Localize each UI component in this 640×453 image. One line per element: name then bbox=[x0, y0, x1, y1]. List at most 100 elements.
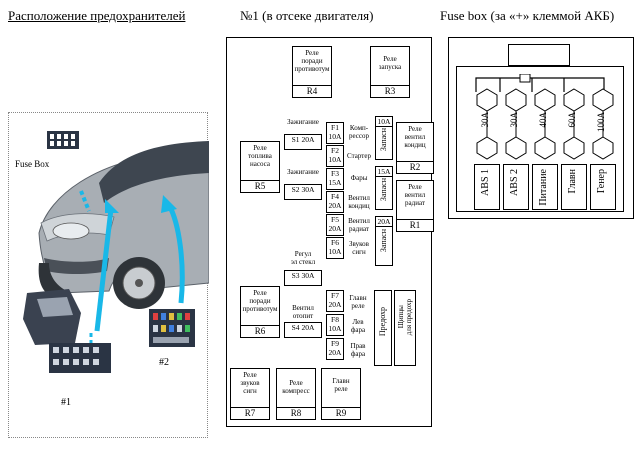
tweezers-slot: Щипцы для предохр bbox=[394, 290, 416, 366]
regul-label: Регул эл стекл bbox=[290, 250, 316, 266]
relay-r1-name: Реле вентил радиат bbox=[404, 183, 426, 207]
fuse-box-2-fuse-2-amp: 30A bbox=[509, 112, 519, 128]
fuse-f9-id: F9 bbox=[331, 339, 339, 348]
fuse-s3-amp: 30A bbox=[301, 271, 315, 280]
fuse-f1-desc: Комп- рессор bbox=[349, 124, 369, 140]
fuse-box-2-fuse-4-amp: 60A bbox=[567, 112, 577, 128]
fuse-s4: S4 20A bbox=[284, 322, 322, 338]
relay-r8: Реле компресс R8 bbox=[276, 368, 316, 420]
title-box-2: Fuse box (за «+» клеммой АКБ) bbox=[440, 8, 615, 23]
relay-r2-id: R2 bbox=[397, 161, 433, 173]
fuse-f2-desc: Стартер bbox=[347, 152, 371, 160]
spare-fuse-1: 10A Запасн bbox=[375, 116, 393, 160]
fuse-box-2-fuse-3-label-box: Питание bbox=[532, 164, 558, 210]
relay-r9: Главн реле R9 bbox=[321, 368, 361, 420]
ignition-top-label: Зажигание bbox=[287, 118, 319, 126]
arrow-dashed-1 bbox=[79, 190, 91, 212]
relay-r7-id: R7 bbox=[231, 407, 269, 419]
spare-fuse-2-amp: 15A bbox=[376, 167, 392, 177]
fuse-link-1 bbox=[476, 88, 498, 160]
fuse-s2-amp: 30A bbox=[301, 185, 315, 194]
fuse-box-2-fuse-5-label-box: Генер bbox=[590, 164, 616, 210]
relay-r2-name: Реле вентил кондиц bbox=[404, 125, 426, 149]
relay-r3-id: R3 bbox=[371, 85, 409, 97]
fuse-s3-id: S3 bbox=[291, 271, 300, 280]
relay-r6-id: R6 bbox=[241, 325, 279, 337]
fuse-s4-id: S4 bbox=[291, 323, 300, 332]
fuse-f8-amp: 10A bbox=[328, 324, 342, 333]
ignition-bottom-label: Зажигание bbox=[287, 168, 319, 176]
relay-r3: Реле запуска R3 bbox=[370, 46, 410, 98]
fuse-f7-id: F7 bbox=[331, 291, 339, 300]
fuse-box-2-fuse-1: 30A ABS 1 bbox=[474, 88, 500, 212]
title-box-1: №1 (в отсеке двигателя) bbox=[240, 8, 374, 23]
fuse-f5-desc: Вентил радиат bbox=[348, 217, 370, 233]
fuse-f8-id: F8 bbox=[331, 315, 339, 324]
relay-r8-id: R8 bbox=[277, 407, 315, 419]
fuse-f4-amp: 20A bbox=[328, 201, 342, 210]
fuse-box-2-fuse-4-label: Главн bbox=[567, 169, 578, 194]
relay-r5-id: R5 bbox=[241, 180, 279, 192]
fuse-box-2-fuse-2: 30A ABS 2 bbox=[503, 88, 529, 212]
fuse-box-2-fuse-3: 40A Питание bbox=[532, 88, 558, 212]
fusebox-2-image bbox=[149, 309, 195, 347]
relay-r5: Реле топлива насоса R5 bbox=[240, 141, 280, 193]
relay-r9-id: R9 bbox=[322, 407, 360, 419]
fuse-box-2-fuse-3-amp: 40A bbox=[538, 112, 548, 128]
fuse-box-2-fuse-1-label-box: ABS 1 bbox=[474, 164, 500, 210]
fuse-f9-amp: 20A bbox=[328, 348, 342, 357]
fuse-s3: S3 30A bbox=[284, 270, 322, 286]
fuse-box-2-fuse-2-label-box: ABS 2 bbox=[503, 164, 529, 210]
car-panel: Fuse Box #1 #2 bbox=[8, 112, 209, 438]
fuse-f3-id: F3 bbox=[331, 169, 339, 178]
relay-r3-name: Реле запуска bbox=[378, 55, 402, 71]
tweezers-label: Щипцы для предохр bbox=[397, 299, 413, 336]
fuse-box-2-fuse-4: 60A Главн bbox=[561, 88, 587, 212]
relay-r6-name: Реле поради противотум bbox=[242, 289, 278, 313]
relay-r7: Реле звуков сигн R7 bbox=[230, 368, 270, 420]
fuse-puller-label: Предохр bbox=[378, 307, 387, 337]
fuse-box-2-fuse-4-label-box: Главн bbox=[561, 164, 587, 210]
car-body bbox=[38, 141, 209, 309]
fuse-box-2-fuse-3-label: Питание bbox=[538, 169, 549, 206]
relay-r7-name: Реле звуков сигн bbox=[240, 371, 260, 395]
fuse-f1-id: F1 bbox=[331, 123, 339, 132]
relay-r2: Реле вентил кондиц R2 bbox=[396, 122, 434, 174]
fuse-f5-id: F5 bbox=[331, 215, 339, 224]
label-box-1: #1 bbox=[61, 397, 71, 408]
fuse-puller-slot: Предохр bbox=[374, 290, 392, 366]
fuse-f7-desc: Главн реле bbox=[349, 294, 367, 310]
fuse-box-label: Fuse Box bbox=[15, 159, 50, 169]
relay-r6: Реле поради противотум R6 bbox=[240, 286, 280, 338]
fuse-box-2-fuse-1-amp: 30A bbox=[480, 112, 490, 128]
relay-r9-name: Главн реле bbox=[332, 377, 350, 393]
relay-r1-id: R1 bbox=[397, 219, 433, 231]
fuse-box-2-tab bbox=[508, 44, 570, 66]
fuse-s1: S1 20A bbox=[284, 134, 322, 150]
fuse-f3-amp: 15A bbox=[328, 178, 342, 187]
fuse-link-4 bbox=[563, 88, 585, 160]
fuse-link-2 bbox=[505, 88, 527, 160]
fuse-f2-amp: 10A bbox=[328, 155, 342, 164]
fuse-f6-desc: Звуков сигн bbox=[349, 240, 369, 256]
fuse-f9-desc: Прав фара bbox=[350, 342, 366, 358]
relay-r4-id: R4 bbox=[293, 85, 331, 97]
fuse-box-2-fuse-2-label: ABS 2 bbox=[509, 169, 520, 196]
fuse-f5-amp: 20A bbox=[328, 224, 342, 233]
arrow-to-fusebox-2 bbox=[166, 203, 185, 304]
fuse-f6-id: F6 bbox=[331, 238, 339, 247]
fuse-f3-desc: Фары bbox=[350, 174, 368, 182]
fuse-f4-desc: Вентил кондиц bbox=[348, 194, 370, 210]
spare-fuse-2-label: Запасн bbox=[379, 178, 388, 202]
